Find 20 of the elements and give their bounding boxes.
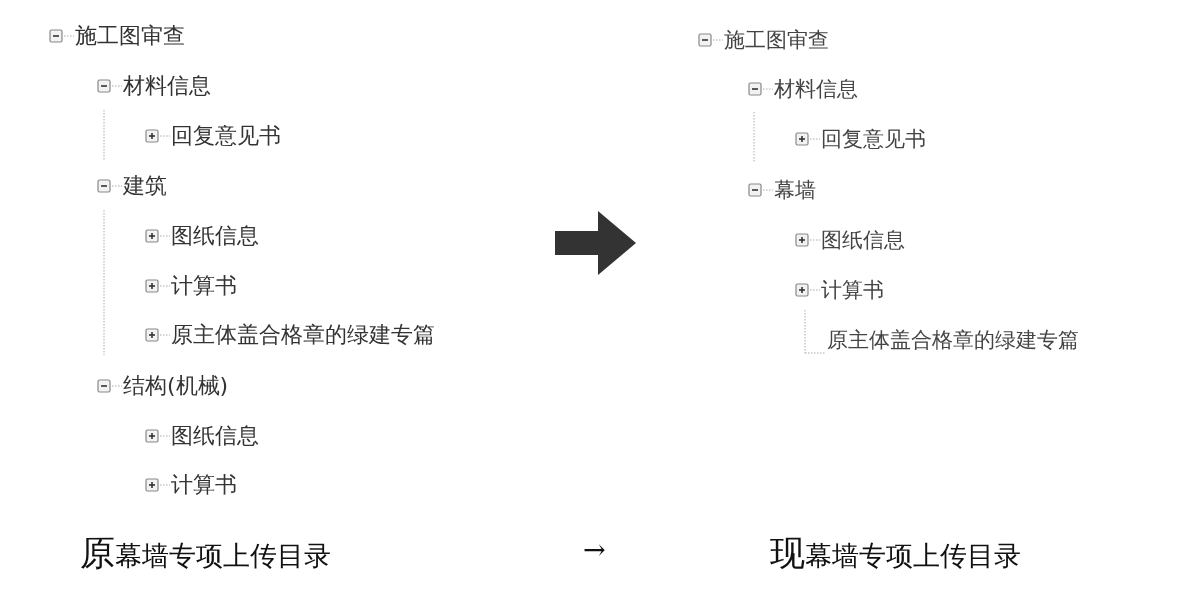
tree-item-label: 图纸信息 bbox=[821, 227, 905, 254]
tree-item-label: 计算书 bbox=[171, 272, 237, 300]
tree-item-label: 材料信息 bbox=[774, 76, 858, 103]
tree-item-label: 原主体盖合格章的绿建专篇 bbox=[171, 321, 435, 349]
tree-item-label: 幕墙 bbox=[774, 177, 816, 204]
tree-item-label: 结构(机械) bbox=[123, 372, 229, 400]
caption-text: 现幕墙专项上传目录 bbox=[770, 532, 1021, 575]
tree-item-label: 计算书 bbox=[821, 277, 884, 304]
tree-item-label: 施工图审查 bbox=[75, 22, 185, 50]
caption-text: 原幕墙专项上传目录 bbox=[80, 532, 331, 575]
tree-item-label: 图纸信息 bbox=[171, 422, 259, 450]
tree-item-label: 施工图审查 bbox=[724, 27, 829, 54]
tree-item-label: 回复意见书 bbox=[171, 122, 281, 150]
arrow-symbol: → bbox=[583, 534, 606, 565]
tree-item-label: 材料信息 bbox=[123, 72, 211, 100]
tree-item-label: 建筑 bbox=[123, 172, 167, 200]
tree-item-label: 回复意见书 bbox=[821, 126, 926, 153]
tree-item-label: 图纸信息 bbox=[171, 222, 259, 250]
tree-item-label: 计算书 bbox=[171, 471, 237, 499]
tree-item-label: 原主体盖合格章的绿建专篇 bbox=[827, 327, 1079, 354]
